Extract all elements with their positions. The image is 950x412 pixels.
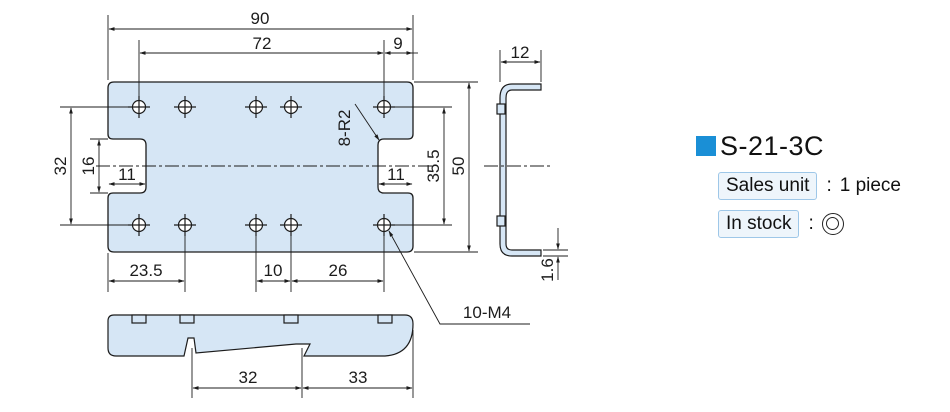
dim-r2: 8-R2 (335, 110, 354, 147)
holes (128, 96, 395, 236)
stock-label: In stock (718, 210, 800, 238)
dimension-lines (60, 15, 530, 325)
plate-top-view (107, 81, 414, 253)
hole (128, 214, 150, 236)
front-profile (107, 314, 414, 357)
sales-unit-row: Sales unit : 1 piece (718, 172, 950, 200)
sales-unit-value: 1 piece (839, 175, 902, 196)
dim-35-5: 35.5 (424, 149, 443, 182)
hole (245, 96, 267, 118)
dim-11-right: 11 (387, 165, 405, 184)
dim-32-left: 32 (51, 157, 70, 176)
hole (245, 214, 267, 236)
product-info: S-21-3C Sales unit : 1 piece In stock : (696, 130, 950, 238)
plate-outline (107, 81, 414, 253)
product-code: S-21-3C (720, 130, 825, 161)
accent-square (696, 136, 716, 156)
front-screw-heads (131, 314, 393, 324)
side-view (496, 83, 542, 257)
hole (280, 96, 302, 118)
sales-unit-label: Sales unit (718, 172, 818, 200)
dim-10: 10 (264, 261, 283, 280)
dim-26: 26 (329, 261, 348, 280)
hole (174, 214, 196, 236)
dim-11-left: 11 (118, 165, 136, 184)
dim-1-6: 1.6 (538, 258, 557, 282)
dim-90: 90 (251, 9, 270, 28)
side-view-dims (484, 50, 568, 280)
dim-23-5: 23.5 (129, 261, 162, 280)
hole (373, 96, 395, 118)
dim-16: 16 (79, 157, 98, 176)
dim-50: 50 (449, 157, 468, 176)
bracket-profile (499, 83, 542, 257)
hole (280, 214, 302, 236)
hole (128, 96, 150, 118)
dim-12: 12 (511, 43, 530, 62)
front-view (107, 314, 414, 357)
stock-row: In stock : (718, 210, 950, 238)
double-circle-icon (821, 213, 844, 235)
dim-10-m4: 10-M4 (463, 303, 511, 322)
hole (174, 96, 196, 118)
dim-32-bottom: 32 (239, 368, 258, 387)
front-view-dims (191, 330, 414, 398)
dim-72: 72 (253, 34, 272, 53)
dim-33: 33 (349, 368, 368, 387)
dim-9: 9 (393, 34, 402, 53)
